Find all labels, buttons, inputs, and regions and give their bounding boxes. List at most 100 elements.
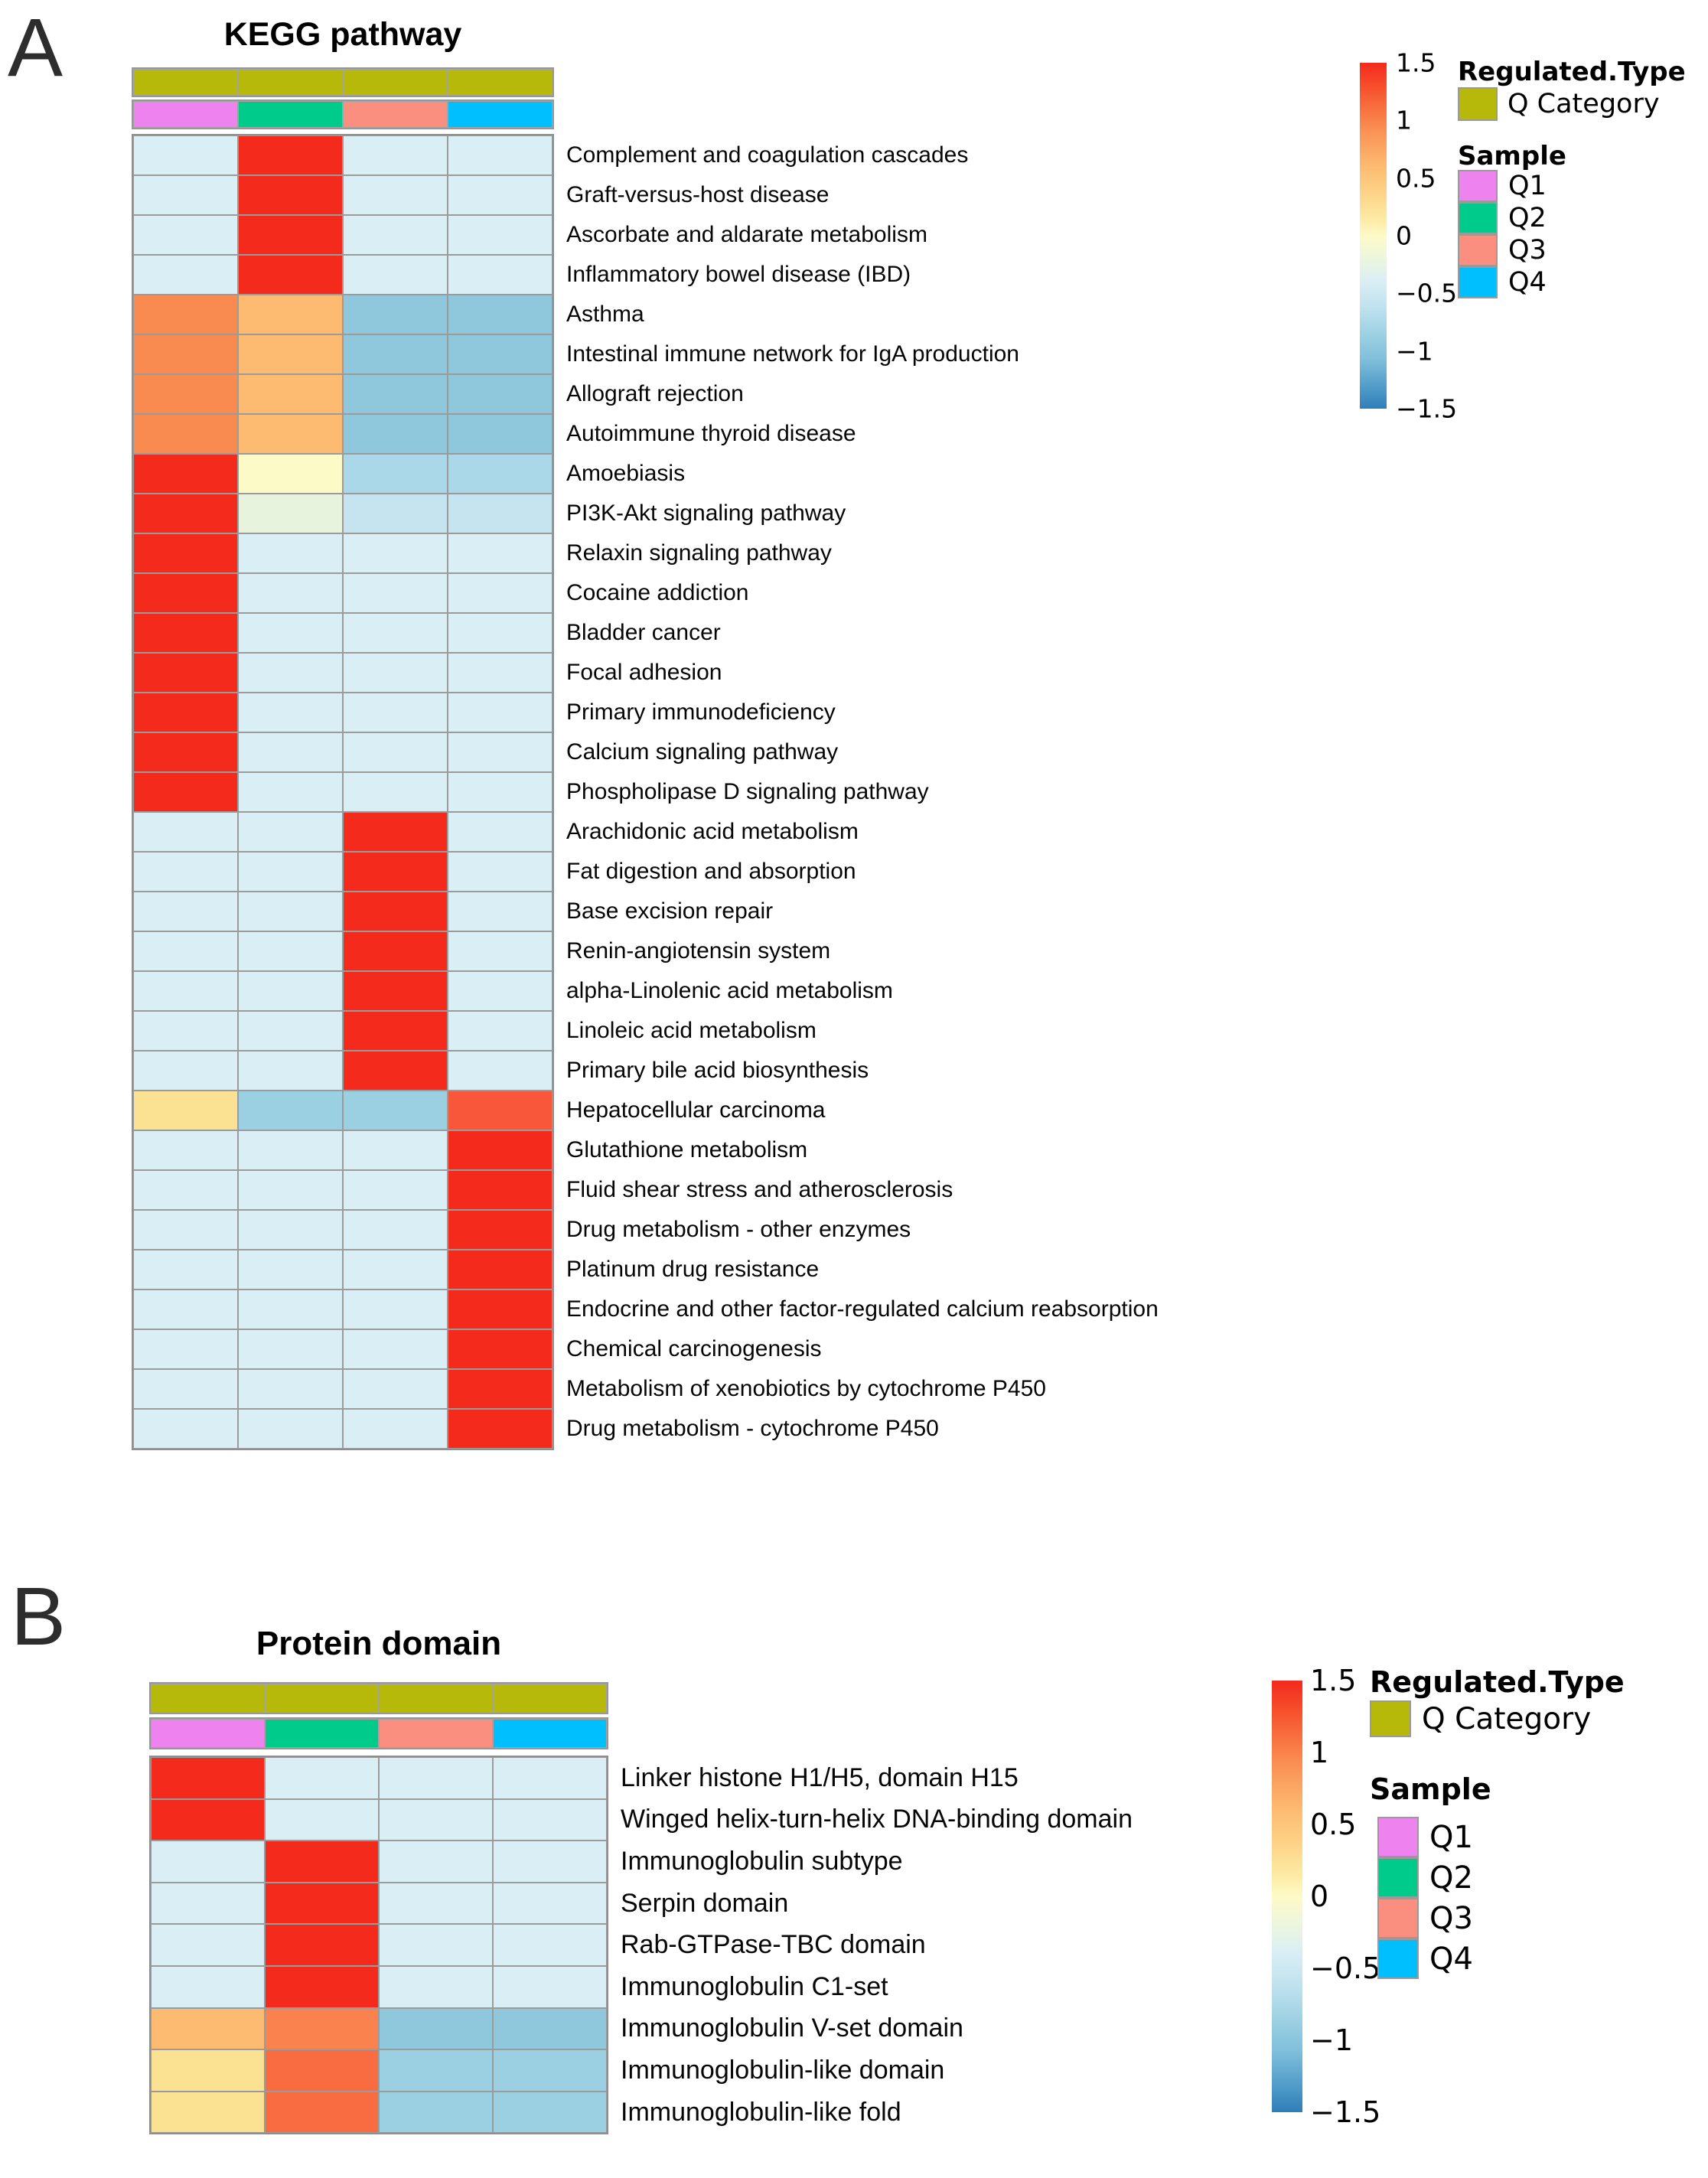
heatmap-cell	[448, 175, 552, 215]
heatmap-cell	[238, 1091, 343, 1130]
heatmap-cell	[493, 1924, 607, 1966]
heatmap-cell	[151, 2049, 265, 2092]
row-label: Metabolism of xenobiotics by cytochrome …	[566, 1376, 1046, 1401]
heatmap-cell	[133, 772, 238, 812]
heatmap-cell	[133, 931, 238, 971]
heatmap-cell	[265, 1841, 379, 1883]
heatmap-cell	[133, 573, 238, 613]
legend-sample-swatch-q4	[1458, 266, 1498, 298]
q-category-segment	[343, 69, 448, 96]
heatmap-cell	[448, 1170, 552, 1210]
row-label: Glutathione metabolism	[566, 1137, 808, 1162]
heatmap-cell	[133, 215, 238, 255]
heatmap-cell	[343, 1091, 448, 1130]
heatmap-cell	[133, 812, 238, 852]
heatmap-cell	[343, 374, 448, 414]
heatmap-row: Asthma	[133, 295, 644, 334]
heatmap-cell	[238, 215, 343, 255]
heatmap-cell	[448, 892, 552, 931]
colorbar-tick-label: 1.5	[1310, 1664, 1357, 1697]
legend-sample-swatch-q3	[1458, 234, 1498, 266]
heatmap-row: Endocrine and other factor-regulated cal…	[133, 1290, 1159, 1329]
heatmap-cell	[238, 931, 343, 971]
heatmap-row: Calcium signaling pathway	[133, 732, 838, 772]
heatmap-row: Fluid shear stress and atherosclerosis	[133, 1170, 953, 1210]
row-label: Autoimmune thyroid disease	[566, 421, 856, 446]
heatmap-cell	[238, 1290, 343, 1329]
colorbar-tick-label: 0.5	[1310, 1808, 1357, 1841]
heatmap-cell	[265, 1757, 379, 1799]
row-label: Immunoglobulin subtype	[621, 1846, 903, 1876]
heatmap-cell	[448, 295, 552, 334]
heatmap-row: Renin-angiotensin system	[133, 931, 830, 971]
heatmap-cell	[448, 852, 552, 892]
heatmap-row: Platinum drug resistance	[133, 1250, 819, 1290]
heatmap-row: Immunoglobulin-like fold	[151, 2091, 901, 2134]
heatmap-cell	[448, 414, 552, 454]
heatmap-cell	[238, 892, 343, 931]
q-category-segment	[493, 1684, 607, 1713]
panel-b-letter: B	[11, 1570, 67, 1662]
colorbar-tick-label: 1	[1396, 105, 1412, 135]
heatmap-cell	[343, 135, 448, 175]
heatmap-cell	[379, 1965, 493, 2008]
heatmap-cell	[493, 1757, 607, 1799]
heatmap-cell	[448, 533, 552, 573]
heatmap-cell	[448, 1051, 552, 1091]
legend-sample-swatch-q4	[1377, 1938, 1419, 1979]
heatmap-cell	[448, 494, 552, 533]
row-label: Immunoglobulin V-set domain	[621, 2013, 963, 2043]
row-label: Ascorbate and aldarate metabolism	[566, 222, 927, 247]
heatmap-cell	[343, 812, 448, 852]
legend-sample-label: Q4	[1508, 267, 1547, 298]
colorbar-tick-label: −1.5	[1310, 2095, 1381, 2129]
heatmap-row: Phospholipase D signaling pathway	[133, 772, 929, 812]
heatmap-cell	[133, 613, 238, 653]
heatmap-cell	[151, 1965, 265, 2008]
heatmap-cell	[343, 1329, 448, 1369]
row-label: Drug metabolism - other enzymes	[566, 1217, 911, 1242]
heatmap-cell	[238, 1329, 343, 1369]
heatmap-cell	[448, 613, 552, 653]
heatmap-cell	[133, 374, 238, 414]
heatmap-cell	[448, 1369, 552, 1409]
heatmap-cell	[379, 2007, 493, 2050]
heatmap-cell	[133, 454, 238, 494]
heatmap-cell	[343, 772, 448, 812]
heatmap-cell	[343, 852, 448, 892]
heatmap-row: Winged helix-turn-helix DNA-binding doma…	[151, 1798, 1133, 1841]
legend-sample-label: Q4	[1429, 1941, 1473, 1977]
heatmap-cell	[133, 1250, 238, 1290]
heatmap-cell	[448, 732, 552, 772]
heatmap-cell	[448, 215, 552, 255]
heatmap-cell	[448, 971, 552, 1011]
heatmap-cell	[133, 1329, 238, 1369]
colorbar	[1360, 63, 1387, 409]
heatmap-cell	[238, 1409, 343, 1449]
heatmap-cell	[133, 971, 238, 1011]
q-category-bar	[132, 67, 554, 97]
heatmap-cell	[133, 852, 238, 892]
legend-sample-label: Q3	[1429, 1900, 1473, 1936]
heatmap-cell	[448, 931, 552, 971]
legend-a-sample-header: Sample	[1458, 141, 1566, 171]
legend-sample-swatch-q1	[1458, 170, 1498, 202]
row-label: Intestinal immune network for IgA produc…	[566, 341, 1019, 367]
heatmap-cell	[151, 2007, 265, 2050]
legend-sample-label: Q1	[1429, 1819, 1473, 1855]
heatmap-row: PI3K-Akt signaling pathway	[133, 494, 846, 533]
heatmap-cell	[238, 533, 343, 573]
heatmap-row: Cocaine addiction	[133, 573, 749, 613]
sample-segment-q1	[151, 1719, 265, 1748]
legend-sample-label: Q3	[1508, 235, 1547, 266]
q-category-swatch	[1458, 87, 1498, 121]
heatmap-cell	[448, 772, 552, 812]
row-label: Immunoglobulin-like domain	[621, 2055, 945, 2085]
sample-segment-q1	[133, 101, 238, 128]
heatmap-cell	[151, 1882, 265, 1925]
heatmap-cell	[265, 1924, 379, 1966]
heatmap-row: Chemical carcinogenesis	[133, 1329, 822, 1369]
heatmap-row: Immunoglobulin-like domain	[151, 2049, 944, 2092]
row-label: Primary bile acid biosynthesis	[566, 1058, 869, 1083]
